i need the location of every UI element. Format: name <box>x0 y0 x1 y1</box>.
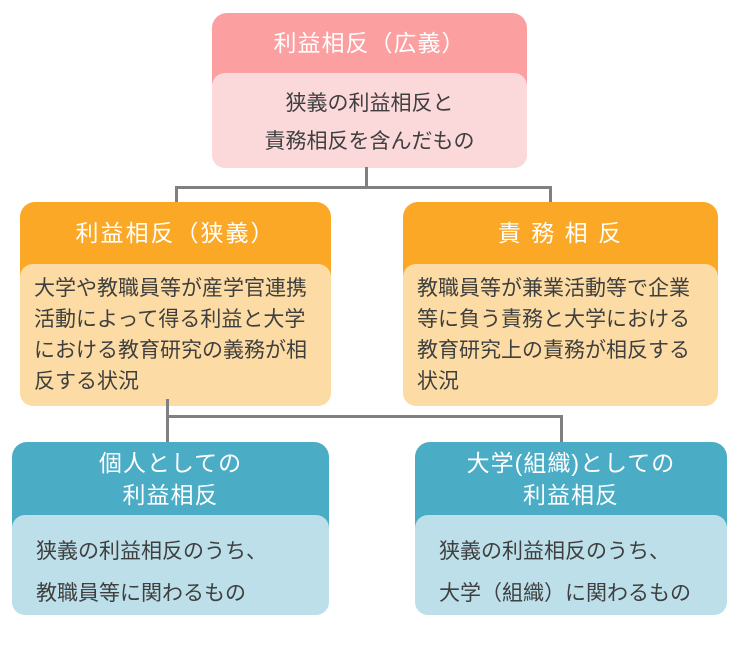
node-narrow-coi: 利益相反（狭義） 大学や教職員等が産学官連携 活動によって得る利益と大学 におけ… <box>20 202 331 406</box>
node-broad-coi: 利益相反（広義） 狭義の利益相反と 責務相反を含んだもの <box>212 13 527 168</box>
connector-broad-stem-line <box>365 167 368 189</box>
node-narrow-coi-title: 利益相反（狭義） <box>75 220 276 246</box>
node-personal-coi-description: 狭義の利益相反のうち、 教職員等に関わるもの <box>12 515 329 615</box>
connector-narrow-right-drop-line <box>560 415 563 443</box>
node-narrow-coi-description: 大学や教職員等が産学官連携 活動によって得る利益と大学 における教育研究の義務が… <box>20 264 331 406</box>
node-personal-coi: 個人としての 利益相反 狭義の利益相反のうち、 教職員等に関わるもの <box>12 442 329 615</box>
node-organizational-coi-description: 狭義の利益相反のうち、 大学（組織）に関わるもの <box>415 515 727 615</box>
connector-narrow-stem-line <box>166 399 169 443</box>
node-broad-coi-title: 利益相反（広義） <box>273 30 466 56</box>
node-personal-coi-title: 個人としての 利益相反 <box>98 449 243 508</box>
node-organizational-coi-title: 大学(組織)としての 利益相反 <box>466 449 676 508</box>
node-conflict-of-commitment-description: 教職員等が兼業活動等で企業 等に負う責務と大学における 教育研究上の責務が相反す… <box>403 264 718 406</box>
connector-broad-left-drop-line <box>175 186 178 203</box>
node-conflict-of-commitment-title: 責 務 相 反 <box>497 220 624 246</box>
node-broad-coi-description: 狭義の利益相反と 責務相反を含んだもの <box>212 73 527 168</box>
connector-narrow-horizontal-line <box>166 415 563 418</box>
connector-broad-right-drop-line <box>549 186 552 203</box>
node-organizational-coi: 大学(組織)としての 利益相反 狭義の利益相反のうち、 大学（組織）に関わるもの <box>415 442 727 615</box>
node-conflict-of-commitment: 責 務 相 反 教職員等が兼業活動等で企業 等に負う責務と大学における 教育研究… <box>403 202 718 406</box>
connector-broad-horizontal-line <box>175 186 552 189</box>
